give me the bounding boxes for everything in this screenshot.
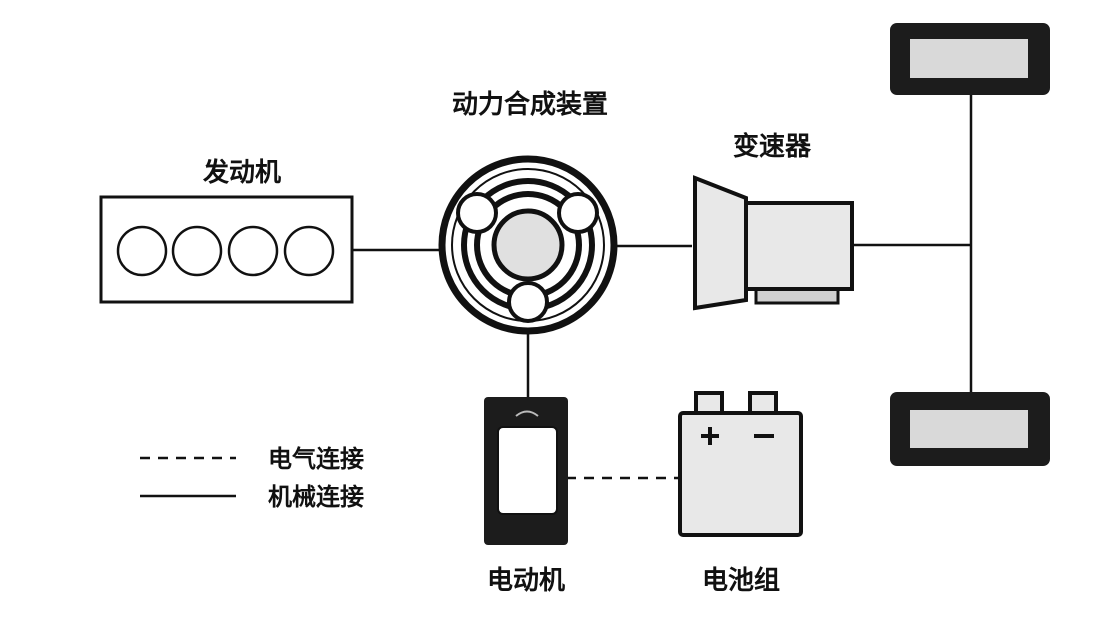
transmission — [693, 175, 854, 311]
wheel-rear-tread — [910, 410, 1028, 448]
battery-body — [678, 411, 803, 537]
transmission-case — [744, 201, 854, 291]
engine-label: 发动机 — [202, 157, 281, 188]
battery-label: 电池组 — [702, 565, 780, 596]
wheel-rear — [890, 392, 1050, 466]
power-split-device — [438, 155, 618, 335]
engine-cylinder-2 — [171, 225, 223, 277]
transmission-bell-housing — [693, 175, 748, 311]
motor-top-arc — [515, 410, 539, 417]
legend-electrical-label: 电气连接 — [268, 445, 364, 473]
legend-mechanical-label: 机械连接 — [268, 483, 364, 511]
battery-pack — [678, 391, 803, 537]
wheel-front-tread — [910, 39, 1028, 78]
engine-cylinder-1 — [116, 225, 168, 277]
mechanical-links — [352, 90, 973, 398]
motor-label: 电动机 — [487, 566, 565, 596]
legend: 电气连接 机械连接 — [140, 445, 364, 511]
electric-motor — [484, 397, 568, 545]
engine-cylinder-3 — [227, 225, 279, 277]
engine — [99, 195, 354, 304]
power-split-label: 动力合成装置 — [452, 89, 608, 120]
engine-cylinder-4 — [283, 225, 335, 277]
wheel-front — [890, 23, 1050, 95]
motor-window — [497, 426, 558, 515]
transmission-label: 变速器 — [733, 131, 812, 162]
planet-gear-top-left — [456, 192, 498, 234]
sun-gear — [491, 208, 565, 282]
planet-gear-top-right — [557, 192, 599, 234]
planet-gear-bottom — [507, 281, 549, 323]
